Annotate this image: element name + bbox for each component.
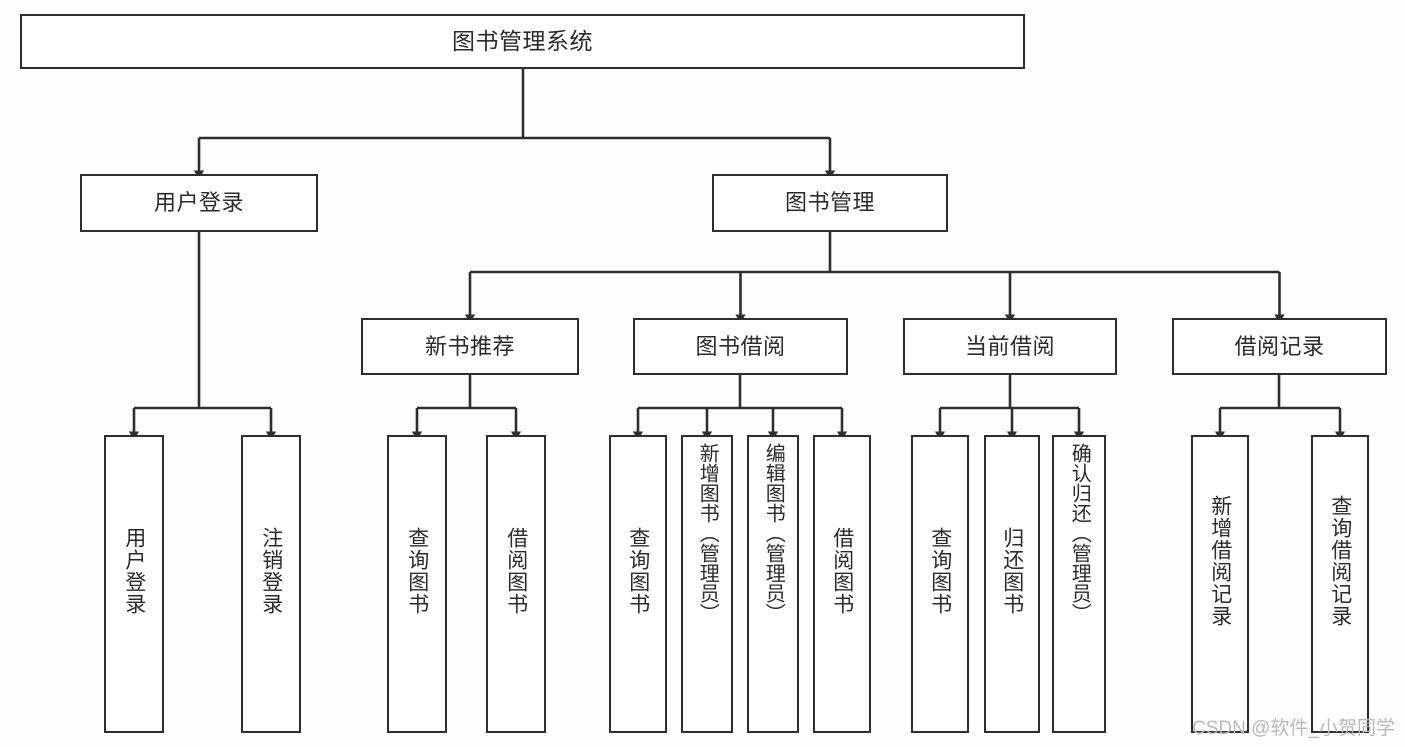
node-label: 用户登录 xyxy=(122,527,146,615)
node-label: 当前借阅 xyxy=(964,333,1055,359)
node-label: 注销登录 xyxy=(259,527,283,615)
node-borrow-record[interactable]: 借阅记录 xyxy=(1172,318,1387,375)
node-leaf-add-book[interactable]: 新增图书（管理员） xyxy=(681,435,733,733)
node-user-login[interactable]: 用户登录 xyxy=(80,174,318,232)
node-leaf-query-book-1[interactable]: 查询图书 xyxy=(387,435,447,733)
node-label: 借阅图书 xyxy=(830,527,854,615)
node-leaf-logout[interactable]: 注销登录 xyxy=(241,435,301,733)
node-label: 图书管理 xyxy=(784,190,875,216)
node-label: 图书管理系统 xyxy=(452,28,593,55)
node-leaf-return-book[interactable]: 归还图书 xyxy=(984,435,1040,733)
node-label: 查询借阅记录 xyxy=(1328,495,1352,627)
node-leaf-confirm-return[interactable]: 确认归还（管理员） xyxy=(1052,435,1106,733)
node-label: 新增图书（管理员） xyxy=(696,443,719,623)
node-leaf-add-record[interactable]: 新增借阅记录 xyxy=(1191,435,1249,733)
node-label: 编辑图书（管理员） xyxy=(762,443,785,623)
node-label: 新书推荐 xyxy=(424,333,515,359)
node-book-borrow[interactable]: 图书借阅 xyxy=(633,318,848,375)
node-leaf-query-record[interactable]: 查询借阅记录 xyxy=(1311,435,1369,733)
node-label: 图书借阅 xyxy=(695,333,786,359)
node-leaf-edit-book[interactable]: 编辑图书（管理员） xyxy=(747,435,799,733)
node-leaf-borrow-book-1[interactable]: 借阅图书 xyxy=(486,435,546,733)
node-root[interactable]: 图书管理系统 xyxy=(20,14,1025,69)
node-leaf-borrow-book-2[interactable]: 借阅图书 xyxy=(813,435,871,733)
node-label: 确认归还（管理员） xyxy=(1068,443,1091,623)
node-leaf-user-login[interactable]: 用户登录 xyxy=(104,435,164,733)
node-label: 查询图书 xyxy=(405,527,429,615)
node-current-borrow[interactable]: 当前借阅 xyxy=(903,318,1117,375)
node-label: 查询图书 xyxy=(626,527,650,615)
node-label: 借阅图书 xyxy=(504,527,528,615)
node-label: 新增借阅记录 xyxy=(1208,495,1232,627)
node-label: 用户登录 xyxy=(153,190,244,216)
node-label: 归还图书 xyxy=(1000,527,1024,615)
node-label: 查询图书 xyxy=(928,527,952,615)
node-leaf-query-book-2[interactable]: 查询图书 xyxy=(609,435,667,733)
node-leaf-query-book-3[interactable]: 查询图书 xyxy=(911,435,969,733)
node-new-book-rec[interactable]: 新书推荐 xyxy=(361,318,579,375)
node-label: 借阅记录 xyxy=(1234,333,1325,359)
node-book-manage[interactable]: 图书管理 xyxy=(712,174,948,232)
